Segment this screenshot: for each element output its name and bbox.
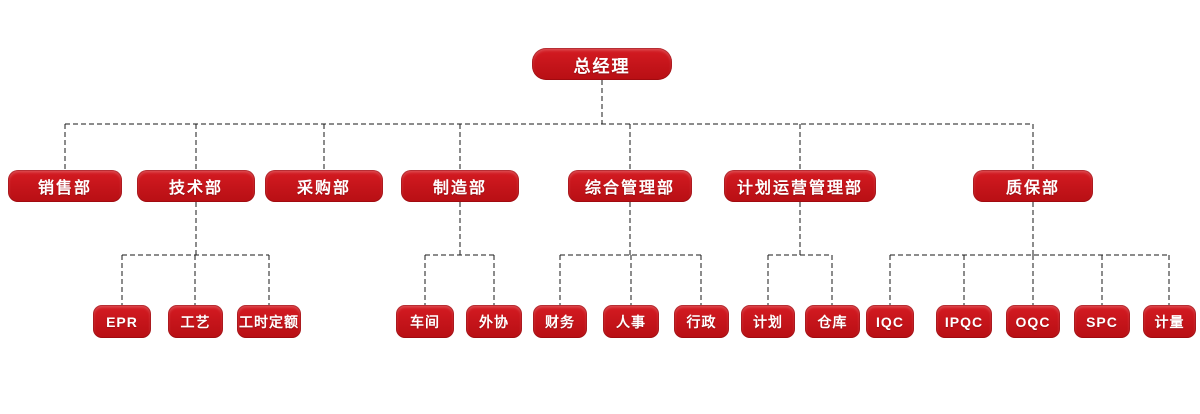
org-node-epr: EPR: [93, 305, 151, 338]
org-node-sales-dept: 销售部: [8, 170, 122, 202]
connector-manufacturing-subtree: [424, 202, 495, 305]
org-node-outsourcing: 外协: [466, 305, 522, 338]
org-node-manufacturing-dept: 制造部: [401, 170, 519, 202]
org-node-ipqc: IPQC: [936, 305, 992, 338]
connector-general-management-subtree: [559, 202, 702, 305]
org-node-process: 工艺: [168, 305, 223, 338]
org-node-general-management-dept: 综合管理部: [568, 170, 692, 202]
org-node-warehouse: 仓库: [805, 305, 860, 338]
org-node-workshop: 车间: [396, 305, 454, 338]
connector-level2-drops: [64, 124, 1034, 170]
org-node-planning-operations-dept: 计划运营管理部: [724, 170, 876, 202]
org-node-general-manager: 总经理: [532, 48, 672, 80]
org-node-tech-dept: 技术部: [137, 170, 255, 202]
org-node-hr: 人事: [603, 305, 659, 338]
org-node-quality-assurance-dept: 质保部: [973, 170, 1093, 202]
connector-tech-subtree: [121, 202, 270, 305]
org-node-purchasing-dept: 采购部: [265, 170, 383, 202]
connector-quality-assurance-subtree: [889, 202, 1170, 305]
org-node-finance: 财务: [533, 305, 587, 338]
org-node-work-hour-quota: 工时定额: [237, 305, 301, 338]
org-node-iqc: IQC: [866, 305, 914, 338]
org-node-planning: 计划: [741, 305, 795, 338]
org-node-oqc: OQC: [1006, 305, 1060, 338]
connector-planning-operations-subtree: [767, 202, 833, 305]
org-node-metrology: 计量: [1143, 305, 1196, 338]
org-node-spc: SPC: [1074, 305, 1130, 338]
org-node-administration: 行政: [674, 305, 729, 338]
